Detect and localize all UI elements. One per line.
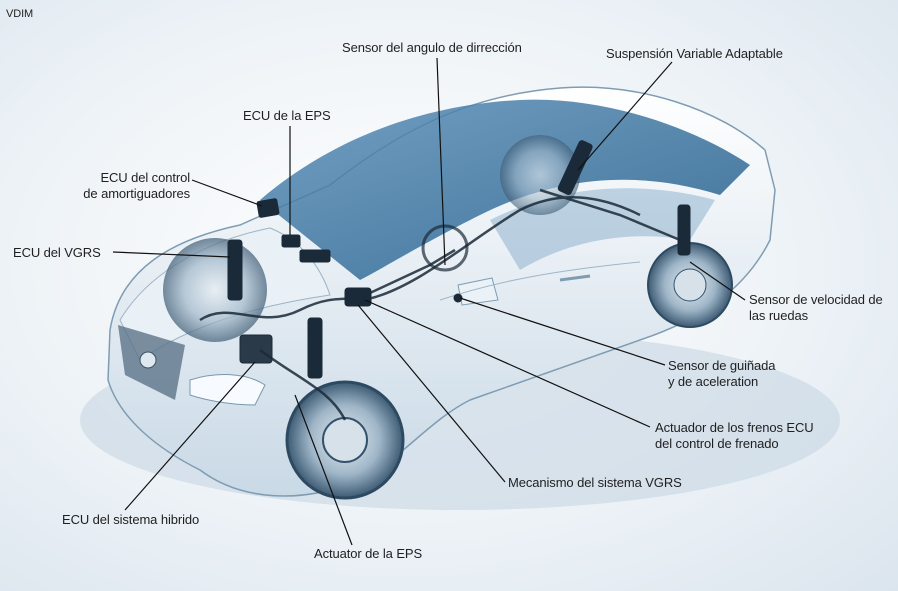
label-yaw-sensor: Sensor de guiñada y de aceleration [668, 358, 776, 389]
leader-vgrs-ecu [112, 251, 231, 258]
headlight [189, 374, 266, 406]
label-damper-ecu: ECU del control de amortiguadores [83, 170, 190, 201]
label-eps-ecu: ECU de la EPS [243, 108, 331, 123]
front-left-hub [322, 417, 368, 463]
leader-vgrs-mechanism [357, 304, 506, 483]
rear-strut [557, 140, 593, 195]
leader-suspension [577, 61, 673, 171]
label-vgrs-mechanism: Mecanismo del sistema VGRS [508, 475, 682, 490]
front-left-strut [307, 317, 323, 379]
vgrs-ecu-unit [299, 249, 331, 263]
leader-brake-actuator [364, 299, 651, 428]
label-vgrs-ecu: ECU del VGRS [13, 245, 101, 260]
rear-left-hub [673, 268, 707, 302]
steering-wheel [421, 224, 469, 272]
label-steering-angle-sensor: Sensor del angulo de dirrección [342, 40, 522, 55]
leader-wheel-speed [689, 261, 746, 301]
front-right-wheel [163, 238, 267, 342]
front-strut [227, 239, 243, 301]
diagram-title: VDIM [6, 8, 34, 20]
label-adaptive-suspension: Suspensión Variable Adaptable [606, 46, 783, 61]
label-wheel-speed-sensor: Sensor de velocidad de las ruedas [749, 292, 883, 323]
label-brake-actuator: Actuador de los frenos ECU del control d… [655, 420, 814, 451]
eps-ecu-unit [281, 234, 301, 248]
door-line [439, 261, 641, 301]
brake-line [259, 348, 347, 421]
leader-hybrid-ecu [124, 361, 256, 511]
rear-subframe [539, 188, 681, 242]
rear-left-strut [677, 204, 691, 256]
rear-door-handle [559, 274, 591, 282]
wiring-harness-main [371, 196, 641, 300]
damper-ecu-unit [256, 198, 280, 218]
leader-yaw-sensor [459, 297, 666, 366]
label-eps-actuator: Actuator de la EPS [314, 546, 423, 561]
label-hybrid-ecu: ECU del sistema hibrido [62, 512, 200, 527]
brake-actuator-unit [344, 287, 372, 307]
emblem [139, 351, 157, 369]
leader-eps-actuator [294, 394, 353, 546]
wiring-harness-front [199, 296, 373, 322]
yaw-sensor-unit [453, 293, 463, 303]
leader-damper-ecu [191, 179, 263, 207]
leader-steering-angle [436, 57, 446, 266]
hybrid-ecu-unit [239, 334, 273, 364]
